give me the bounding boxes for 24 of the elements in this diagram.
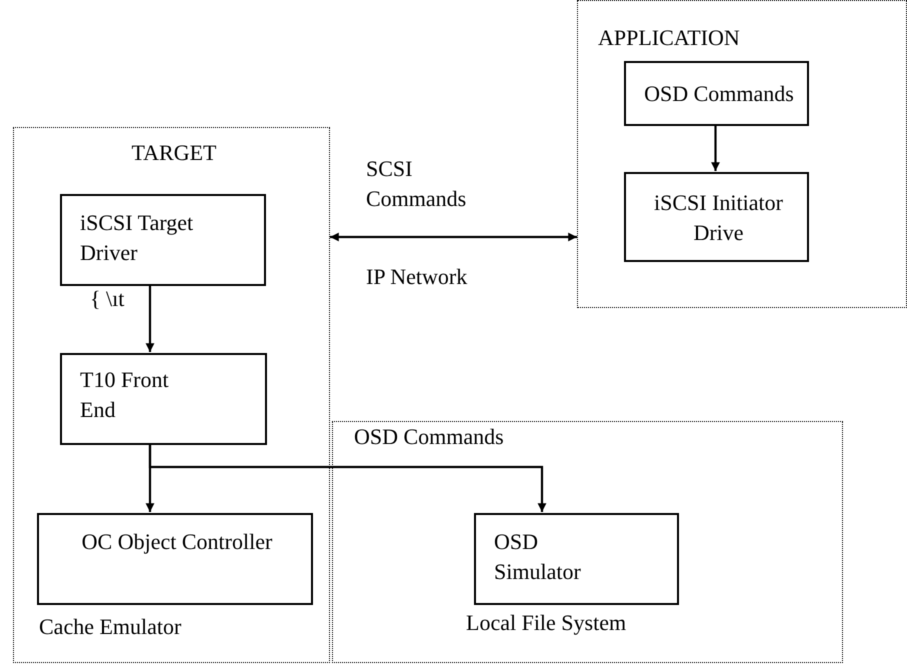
- box-label: OC Object Controller: [80, 528, 274, 556]
- process-box: [37, 513, 313, 605]
- group-title: TARGET: [130, 139, 218, 167]
- arrow: [711, 125, 720, 171]
- arrow: [148, 444, 546, 512]
- box-label: OSD Simulator: [494, 528, 582, 586]
- box-label: T10 Front End: [80, 366, 170, 424]
- arrow: [330, 232, 577, 242]
- process-box: [60, 353, 267, 445]
- box-label: iSCSI Target Driver: [80, 209, 194, 267]
- note-label: IP Network: [366, 263, 468, 291]
- box-label: iSCSI Initiator Drive: [653, 189, 784, 247]
- group-frame: [13, 127, 330, 663]
- group-title: APPLICATION: [598, 24, 741, 52]
- box-label: OSD Commands: [643, 80, 795, 108]
- process-box: [624, 61, 809, 126]
- note-label: { \ıt: [90, 285, 126, 313]
- process-box: [474, 513, 679, 605]
- group-title: Cache Emulator: [39, 613, 182, 641]
- process-box: [624, 172, 809, 262]
- group-frame: [577, 0, 907, 308]
- process-box: [60, 194, 266, 286]
- group-title: Local File System: [466, 609, 628, 637]
- arrow: [146, 285, 154, 352]
